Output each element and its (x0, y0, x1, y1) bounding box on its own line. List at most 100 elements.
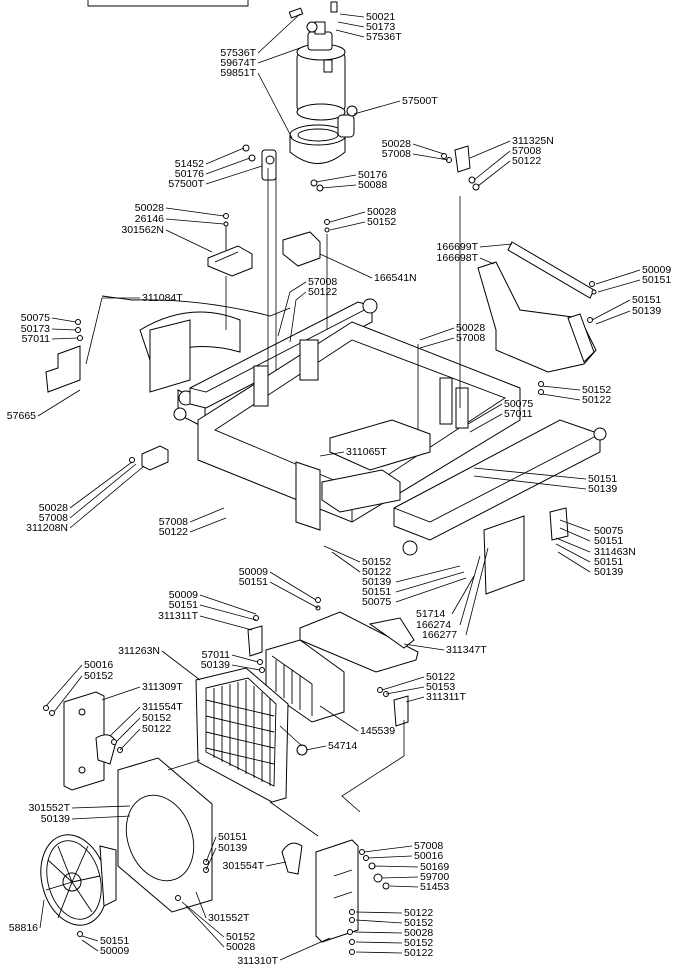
label: 57008 (308, 276, 337, 288)
leader-lines (37, 13, 641, 961)
label: 50122 (308, 286, 337, 298)
label: 50009 (169, 589, 198, 601)
left-bracket-57665 (45, 319, 83, 393)
label: 50009 (642, 264, 671, 276)
label: 50152 (404, 917, 433, 929)
label: 50075 (594, 525, 623, 537)
label: 50028 (135, 202, 164, 214)
label: 57011 (202, 649, 231, 661)
label: 50016 (84, 659, 113, 671)
label: 50122 (362, 566, 391, 578)
label: 50122 (404, 907, 433, 919)
label: 50152 (362, 556, 391, 568)
label: 311311T (158, 610, 198, 622)
label: 57008 (456, 332, 485, 344)
label: 50122 (404, 947, 433, 959)
label: 51453 (420, 881, 449, 893)
label: 50075 (21, 312, 50, 324)
label: 50176 (175, 168, 204, 180)
label: 50176 (358, 169, 387, 181)
part-labels: 50021 50173 57536T 57536T 59674T 59851T … (7, 11, 672, 967)
label: 145539 (360, 725, 395, 737)
label: 51452 (175, 158, 204, 170)
label: 50152 (582, 384, 611, 396)
label: 311084T (142, 292, 183, 304)
label: 50151 (239, 576, 268, 588)
label: 311325N (512, 135, 554, 147)
label: 50028 (39, 502, 68, 514)
label: 50151 (594, 535, 623, 547)
label: 50151 (642, 274, 671, 286)
label: 301562N (121, 224, 164, 236)
label: 166277 (422, 629, 457, 641)
bracket-311311T-upper (247, 615, 265, 673)
label: 57500T (168, 178, 204, 190)
label: 50021 (366, 11, 395, 23)
label: 301552T (208, 912, 250, 924)
label: 50009 (100, 945, 129, 957)
label: 50075 (362, 596, 391, 608)
label: 311208N (26, 522, 68, 534)
label: 311463N (594, 546, 636, 558)
bracket-311325N (441, 145, 480, 191)
label: 50153 (426, 681, 455, 693)
label: 50151 (218, 831, 247, 843)
label: 50028 (404, 927, 433, 939)
grommet-54714 (296, 744, 308, 756)
label: 50139 (632, 305, 661, 317)
bracket-311311T-lower (377, 687, 409, 727)
label: 50075 (504, 398, 533, 410)
label: 50139 (218, 842, 247, 854)
label: 50152 (226, 931, 255, 943)
label: 166541N (374, 272, 417, 284)
label: 50122 (159, 526, 188, 538)
label: 301554T (223, 860, 265, 872)
label: 311263N (118, 645, 160, 657)
label: 166699T (437, 241, 479, 253)
label: 50139 (41, 813, 70, 825)
label: 311347T (446, 644, 487, 656)
label: 57536T (366, 31, 402, 43)
label: 311309T (142, 681, 183, 693)
label: 50151 (594, 556, 623, 568)
label: 311554T (142, 701, 183, 713)
label: 57011 (504, 408, 533, 420)
label: 50028 (367, 206, 396, 218)
label: 166274 (416, 619, 451, 631)
shroud-311309T (43, 691, 123, 791)
label: 54714 (328, 740, 357, 752)
hydraulic-cylinder (288, 1, 346, 121)
radiator-311263N (195, 667, 289, 803)
label: 50139 (594, 566, 623, 578)
title-frame-edge (87, 0, 249, 7)
main-frame (101, 295, 607, 595)
label: 50151 (632, 294, 661, 306)
label: 57008 (512, 145, 541, 157)
label: 59700 (420, 871, 449, 883)
label: 50028 (382, 138, 411, 150)
label: 50173 (366, 21, 395, 33)
label: 311311T (426, 691, 466, 703)
label: 50088 (358, 179, 387, 191)
bracket-311208N (129, 445, 169, 471)
label: 50016 (414, 850, 443, 862)
label: 59674T (220, 57, 256, 69)
label: 50151 (362, 586, 391, 598)
label: 51714 (416, 608, 445, 620)
label: 57500T (402, 95, 438, 107)
label: 57536T (220, 47, 256, 59)
label: 57008 (414, 840, 443, 852)
label: 50028 (226, 941, 255, 953)
label: 166698T (437, 252, 479, 264)
label: 50122 (582, 394, 611, 406)
label: 50152 (404, 937, 433, 949)
label: 50152 (367, 216, 396, 228)
label: 50028 (456, 322, 485, 334)
label: 50152 (84, 670, 113, 682)
label: 50139 (201, 659, 230, 671)
label: 26146 (135, 213, 164, 225)
label: 50151 (169, 599, 198, 611)
bolts-cylinder (242, 144, 324, 192)
